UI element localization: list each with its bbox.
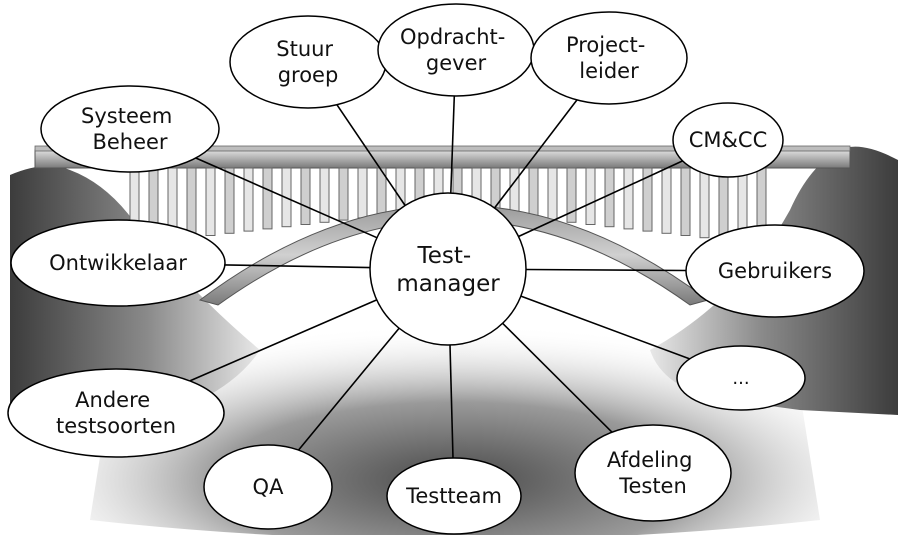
bridge-arch	[198, 204, 710, 306]
bridge-pillar	[699, 167, 710, 239]
bridge-pillar	[224, 167, 235, 234]
node-gebruikers: Gebruikers	[685, 224, 865, 318]
node-label: QA	[253, 475, 285, 499]
node-shape	[229, 15, 387, 109]
node-shape	[386, 457, 522, 535]
node-shape	[685, 224, 865, 318]
bridge-pillar	[547, 167, 558, 221]
node-label: Systeem Beheer	[81, 104, 179, 154]
connector-line-ontwikkelaar	[224, 264, 371, 269]
bridge-pillar	[243, 167, 254, 232]
node-shape	[40, 85, 220, 173]
node-shape	[377, 3, 535, 97]
node-anderetestsoorten: Andere testsoorten	[7, 368, 225, 458]
node-label: Afdeling Testen	[607, 448, 699, 498]
node-label: Gebruikers	[718, 259, 832, 283]
bridge-pillar	[604, 167, 615, 228]
bridge-pillar	[186, 167, 197, 239]
bridge-railing	[34, 145, 851, 152]
node-shape	[369, 192, 527, 346]
bridge-pillar	[718, 167, 729, 241]
bridge-pillar	[623, 167, 634, 230]
node-ellipsis: ...	[676, 345, 806, 411]
bridge-pillar	[661, 167, 672, 234]
connector-line-gebruikers	[525, 268, 687, 272]
connector-line-systeembeheer	[195, 157, 378, 239]
bridge-pillar	[585, 167, 596, 225]
node-label: CM&CC	[689, 128, 767, 152]
node-label: ...	[732, 368, 749, 389]
bridge-pillar	[642, 167, 653, 232]
node-stuurgroep: Stuur groep	[229, 15, 387, 109]
bridge-pillar	[528, 167, 539, 219]
node-label: Stuur groep	[276, 37, 340, 87]
bridge-pillar	[205, 167, 216, 236]
node-shape	[203, 444, 333, 530]
connector-line-qa	[297, 327, 400, 451]
node-systeembeheer: Systeem Beheer	[40, 85, 220, 173]
bridge-pillar	[357, 167, 368, 219]
node-label: Opdracht- gever	[400, 25, 512, 75]
bridge-pillar	[680, 167, 691, 236]
node-opdrachtgever: Opdracht- gever	[377, 3, 535, 97]
node-qa: QA	[203, 444, 333, 530]
connector-line-cmcc	[518, 160, 683, 238]
node-label: Ontwikkelaar	[49, 251, 187, 275]
nodes: Test- manager Stuur groep Opdracht- geve…	[7, 3, 865, 535]
connector-line-ellipsis	[520, 295, 690, 360]
bridge-pillar	[300, 167, 311, 225]
connector-line-anderetestsoorten	[189, 299, 378, 382]
node-shape	[7, 368, 225, 458]
connector-line-opdrachtgever	[450, 95, 456, 194]
node-shape	[10, 219, 226, 307]
node-label: Project- leider	[566, 33, 652, 83]
node-shape	[574, 424, 732, 522]
connector-line-projectleider	[493, 99, 578, 209]
connectors	[189, 95, 690, 459]
bridge-pillar	[262, 167, 273, 230]
connector-line-testteam	[449, 344, 454, 459]
node-label: Testteam	[405, 484, 502, 508]
node-shape	[676, 345, 806, 411]
node-shape	[530, 11, 688, 105]
node-testteam: Testteam	[386, 457, 522, 535]
node-afdelingtesten: Afdeling Testen	[574, 424, 732, 522]
bridge-pillars	[129, 167, 767, 245]
node-label: Test- manager	[396, 243, 500, 297]
connector-line-stuurgroep	[336, 104, 406, 206]
node-testmanager: Test- manager	[369, 192, 527, 346]
bridge-pillar	[319, 167, 330, 223]
node-cmcc: CM&CC	[672, 102, 784, 178]
node-label: Andere testsoorten	[56, 388, 176, 438]
node-projectleider: Project- leider	[530, 11, 688, 105]
node-ontwikkelaar: Ontwikkelaar	[10, 219, 226, 307]
connector-line-afdelingtesten	[502, 322, 613, 433]
bridge-pillar	[338, 167, 349, 221]
bridge-pillar	[566, 167, 577, 223]
node-shape	[672, 102, 784, 178]
bridge-pillar	[509, 167, 520, 217]
